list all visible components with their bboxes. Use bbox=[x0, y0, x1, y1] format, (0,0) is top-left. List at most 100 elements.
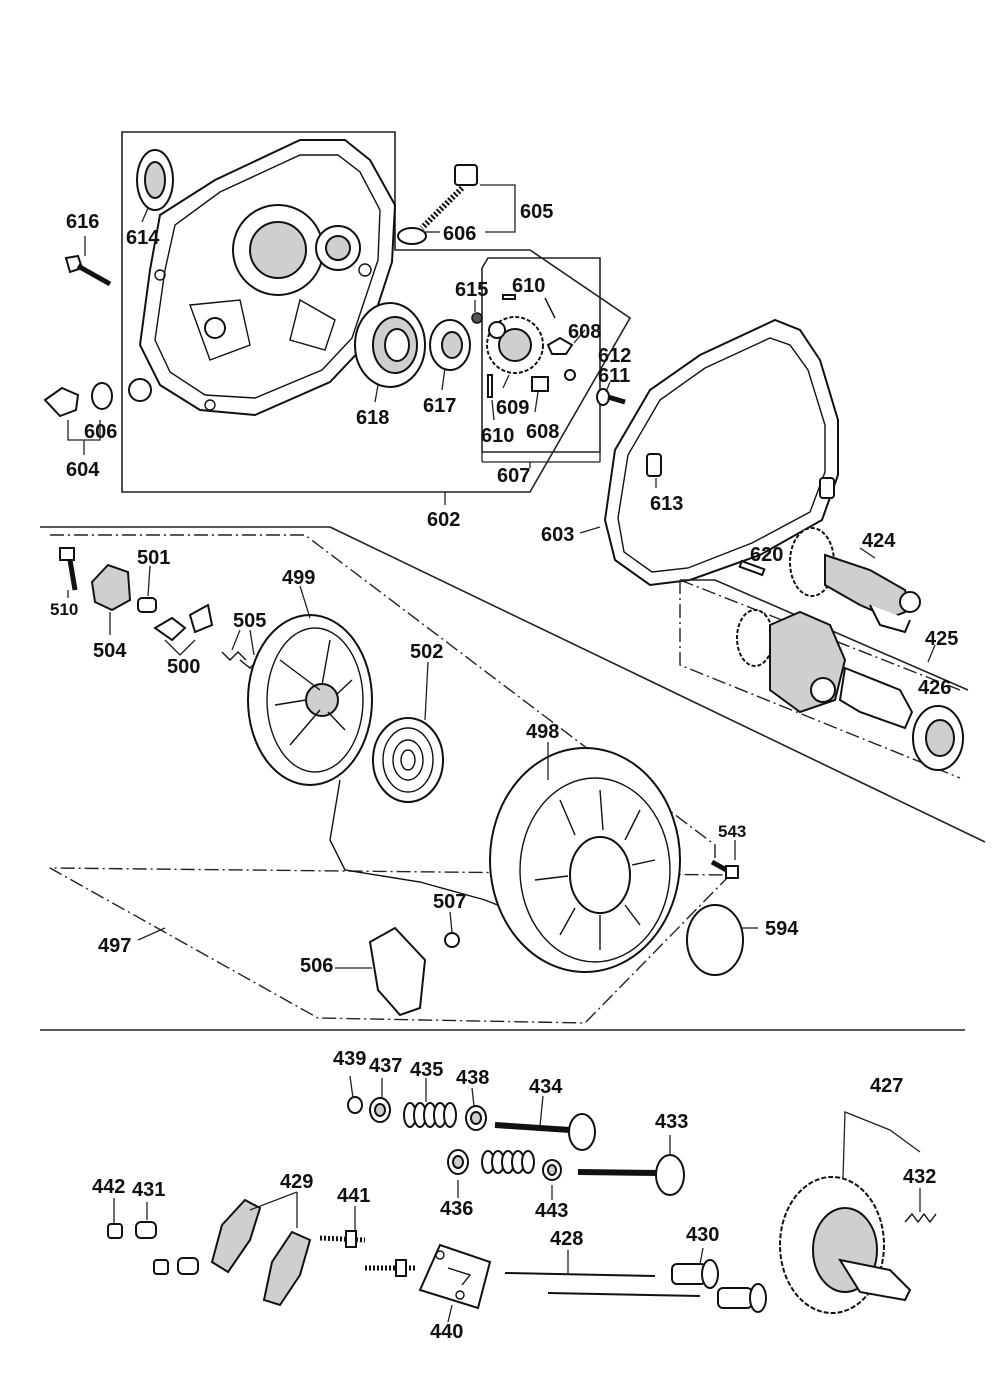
tappet-430-a bbox=[671, 1259, 719, 1289]
bearing-617 bbox=[429, 319, 471, 371]
label-611: 611 bbox=[598, 365, 630, 387]
starter-case-498 bbox=[489, 747, 681, 973]
pawl-500-a bbox=[153, 616, 187, 642]
bolt-616 bbox=[64, 254, 112, 287]
label-504: 504 bbox=[93, 640, 127, 662]
dipstick-605 bbox=[419, 164, 478, 231]
label-620: 620 bbox=[750, 544, 783, 566]
label-426: 426 bbox=[918, 677, 951, 699]
retainer-437 bbox=[369, 1097, 391, 1123]
label-604: 604 bbox=[66, 459, 100, 481]
reel-499 bbox=[247, 614, 373, 786]
bearing-618 bbox=[354, 302, 426, 388]
drain-plug-604 bbox=[43, 382, 113, 418]
retainer-438 bbox=[465, 1105, 487, 1131]
guide-plate-440 bbox=[418, 1243, 492, 1310]
valve-spring-lower bbox=[481, 1150, 535, 1174]
label-431: 431 bbox=[132, 1179, 165, 1201]
label-441: 441 bbox=[337, 1185, 370, 1207]
stud-441-a bbox=[319, 1230, 366, 1248]
valve-spring-435 bbox=[403, 1102, 457, 1128]
rocker-arm-429-b bbox=[262, 1230, 312, 1307]
label-608-top: 608 bbox=[568, 321, 601, 343]
valve-433 bbox=[577, 1154, 685, 1196]
valve-train-group bbox=[107, 1075, 937, 1323]
group-frame-602 bbox=[121, 131, 632, 493]
group-frame-607 bbox=[481, 257, 601, 453]
label-497: 497 bbox=[98, 935, 131, 957]
group-frame-497 bbox=[49, 534, 732, 1024]
bolt-543 bbox=[710, 859, 739, 879]
stem-seal-443 bbox=[542, 1159, 562, 1181]
rocker-arm-429-a bbox=[210, 1198, 262, 1274]
governor-gear-609 bbox=[486, 316, 544, 374]
gasket-603-inner bbox=[617, 337, 826, 573]
label-501: 501 bbox=[137, 547, 170, 569]
pivot-431-a bbox=[135, 1221, 157, 1239]
label-510: 510 bbox=[50, 600, 78, 619]
label-607: 607 bbox=[497, 465, 530, 487]
label-430: 430 bbox=[686, 1224, 719, 1246]
pivot-431-b bbox=[177, 1257, 199, 1275]
pawl-500-b bbox=[188, 603, 214, 634]
label-425: 425 bbox=[925, 628, 958, 650]
label-606-top: 606 bbox=[443, 223, 476, 245]
rope-knot-507 bbox=[444, 932, 460, 948]
label-428: 428 bbox=[550, 1228, 583, 1250]
spring-501 bbox=[137, 597, 157, 613]
dowel-pin-613-a bbox=[646, 453, 662, 477]
recoil-spring-502 bbox=[372, 717, 444, 803]
starter-rope bbox=[329, 779, 511, 911]
label-506: 506 bbox=[300, 955, 333, 977]
bolt-611 bbox=[596, 388, 626, 406]
o-ring-606-top bbox=[397, 227, 427, 245]
gasket-603 bbox=[603, 318, 839, 587]
crankcase-cover bbox=[128, 139, 397, 417]
part-615 bbox=[471, 312, 483, 324]
stud-441-b bbox=[365, 1259, 415, 1277]
label-498: 498 bbox=[526, 721, 559, 743]
dowel-pin-613-b bbox=[819, 477, 835, 499]
label-442: 442 bbox=[92, 1176, 125, 1198]
label-615: 615 bbox=[455, 279, 488, 301]
part-612 bbox=[564, 369, 576, 381]
label-606-bottom: 606 bbox=[84, 421, 117, 443]
pushrod-428-b bbox=[547, 1292, 701, 1297]
label-608-bottom: 608 bbox=[526, 421, 559, 443]
retainer-436 bbox=[447, 1149, 469, 1175]
camshaft-427 bbox=[779, 1176, 912, 1314]
crankcase-cover-group bbox=[43, 131, 839, 587]
bolt-510 bbox=[59, 547, 78, 591]
tappet-430-b bbox=[717, 1283, 767, 1313]
label-613: 613 bbox=[650, 493, 683, 515]
label-436: 436 bbox=[440, 1198, 473, 1220]
label-610-top: 610 bbox=[512, 275, 545, 297]
label-499: 499 bbox=[282, 567, 315, 589]
ratchet-504 bbox=[90, 563, 132, 612]
label-435: 435 bbox=[410, 1059, 443, 1081]
label-427: 427 bbox=[870, 1075, 903, 1097]
part-608-b bbox=[531, 376, 549, 392]
handle-506 bbox=[368, 926, 427, 1017]
label-614: 614 bbox=[126, 227, 160, 249]
recoil-starter-group bbox=[40, 526, 986, 1024]
label-443: 443 bbox=[535, 1200, 568, 1222]
crankshaft bbox=[736, 609, 914, 730]
valve-434 bbox=[494, 1113, 596, 1151]
balancer-shaft-424 bbox=[789, 527, 921, 634]
label-594: 594 bbox=[765, 918, 799, 940]
spring-432 bbox=[904, 1212, 937, 1224]
part-439 bbox=[347, 1096, 363, 1114]
label-434: 434 bbox=[529, 1076, 563, 1098]
label-439: 439 bbox=[333, 1048, 366, 1070]
pushrod-428-a bbox=[504, 1272, 656, 1277]
crankshaft-group bbox=[679, 527, 969, 779]
label-616: 616 bbox=[66, 211, 99, 233]
label-609: 609 bbox=[496, 397, 529, 419]
divider-diagonal bbox=[329, 526, 986, 843]
label-612: 612 bbox=[598, 345, 631, 367]
label-429: 429 bbox=[280, 1171, 313, 1193]
label-507: 507 bbox=[433, 891, 466, 913]
nut-442-a bbox=[107, 1223, 123, 1239]
